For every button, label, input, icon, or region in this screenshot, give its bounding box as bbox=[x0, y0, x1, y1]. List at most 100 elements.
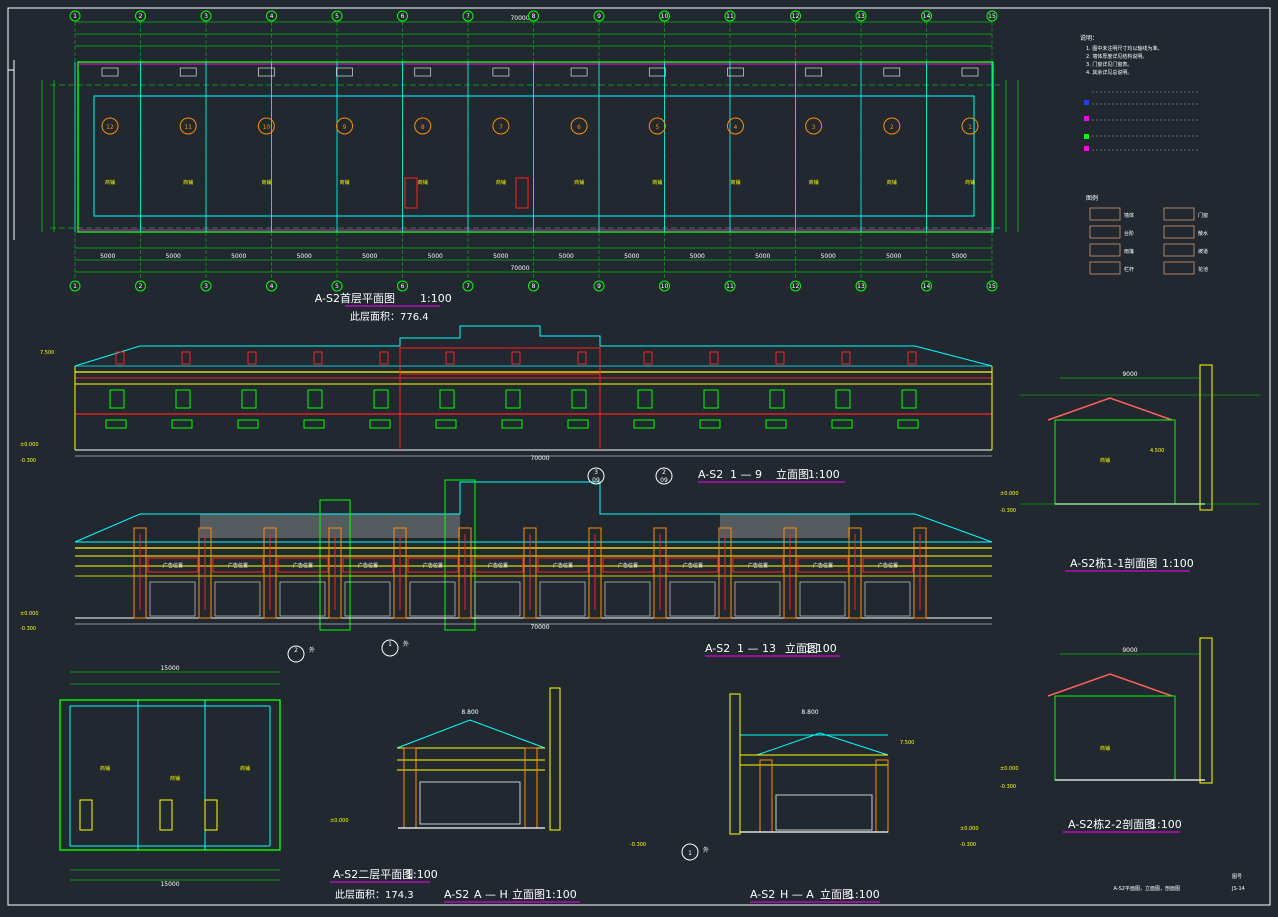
detail-ref-1-out: 1 外 bbox=[381, 639, 409, 657]
svg-text:外: 外 bbox=[703, 846, 709, 854]
grid-bubble-bottom bbox=[69, 280, 81, 292]
grid-bubble-bottom bbox=[462, 280, 474, 292]
grid-bubble-bottom bbox=[855, 280, 867, 292]
elev1-level-top: 7.500 bbox=[40, 350, 54, 356]
plan2-shop-a: 商铺 bbox=[100, 765, 110, 772]
sign-label: 广告位置 bbox=[293, 562, 313, 569]
detail-ref-2-out: 2 外 bbox=[287, 645, 315, 663]
section-2-2: 9000 商铺 ±0.000 -0.300 A-S2栋2-2剖面图 1:100 bbox=[1000, 637, 1213, 833]
legend-header: 图例 bbox=[1086, 194, 1098, 202]
lower-window bbox=[435, 419, 457, 429]
grid-label-bottom: 2 bbox=[139, 283, 143, 290]
pilaster bbox=[588, 527, 602, 619]
grid-bubble-top bbox=[659, 10, 670, 22]
storefront bbox=[474, 581, 521, 617]
plan2-shop-c: 商铺 bbox=[240, 765, 250, 772]
shop-number-circle bbox=[648, 117, 666, 135]
second-floor-plan: 15000 15000 商铺 商铺 商铺 A-S2二层平面图 1:100 此层面… bbox=[59, 665, 438, 901]
grid-bubble-bottom bbox=[135, 280, 146, 292]
chimney bbox=[577, 351, 587, 365]
shop-number: 7 bbox=[499, 124, 503, 131]
plan1-total-dim-top: 70000 bbox=[510, 15, 529, 22]
grid-label-bottom: 3 bbox=[204, 283, 208, 290]
grid-label-bottom: 9 bbox=[597, 283, 601, 290]
span-dim: 5000 bbox=[231, 253, 246, 260]
grid-bubble-top bbox=[200, 10, 212, 22]
chimney bbox=[511, 351, 521, 365]
shop-number-circle bbox=[726, 117, 744, 135]
elev-c-title: 立面图 bbox=[512, 887, 545, 901]
span-dim: 5000 bbox=[297, 253, 312, 260]
sec2-scale: 1:100 bbox=[1150, 818, 1182, 831]
chimney bbox=[313, 351, 323, 365]
sign-band bbox=[797, 557, 849, 573]
elev-a-title: 立面图 bbox=[776, 467, 809, 481]
shop-roof-vent bbox=[883, 67, 901, 77]
upper-window bbox=[703, 389, 719, 409]
elev-d-label: A-S2 bbox=[750, 888, 775, 901]
elev1-level-zero: ±0.000 bbox=[20, 442, 39, 448]
grid-label-top: 4 bbox=[270, 13, 274, 20]
span-dim: 5000 bbox=[952, 253, 967, 260]
elev3-level-zero: ±0.000 bbox=[330, 818, 349, 824]
chimney bbox=[775, 351, 785, 365]
shop-label: 商铺 bbox=[809, 179, 819, 186]
lower-window bbox=[897, 419, 919, 429]
elev-a-scale: 1:100 bbox=[808, 468, 840, 481]
shop-label: 商铺 bbox=[887, 179, 897, 186]
pilaster bbox=[198, 527, 212, 619]
lower-window bbox=[105, 419, 127, 429]
shop-label: 商铺 bbox=[652, 179, 662, 186]
chimney bbox=[115, 351, 125, 365]
grid-bubble-top bbox=[462, 10, 474, 22]
sign-label: 广告位置 bbox=[488, 562, 508, 569]
grid-label-bottom: 15 bbox=[988, 283, 996, 290]
grid-label-top: 1 bbox=[73, 13, 77, 20]
sheet-frame bbox=[7, 7, 1271, 906]
plan1-total-dim-bottom: 70000 bbox=[510, 265, 529, 272]
shop-roof-vent bbox=[414, 67, 432, 77]
grid-bubble-top bbox=[790, 10, 801, 22]
grid-label-top: 15 bbox=[988, 13, 996, 20]
pilaster bbox=[458, 527, 472, 619]
legend-swatch bbox=[1163, 261, 1195, 275]
grid-bubble-bottom bbox=[331, 280, 343, 292]
sec2-level-minus: -0.300 bbox=[1000, 784, 1016, 790]
lower-window bbox=[171, 419, 193, 429]
grid-bubble-top bbox=[593, 10, 605, 22]
shop-number: 5 bbox=[655, 124, 659, 131]
rear-elevation: 7.500 ±0.000 -0.300 70000 A-S2 1 — 9 立面图… bbox=[20, 325, 993, 483]
lower-window bbox=[765, 419, 787, 429]
elev-c-axes: A — H bbox=[474, 888, 508, 901]
elev-b-title: 立面图 bbox=[785, 641, 818, 655]
grid-label-top: 3 bbox=[204, 13, 208, 20]
pilaster bbox=[783, 527, 797, 619]
side-elevation-a-h: 8.800 ±0.000 -0.300 A-S2 A — H 立面图 1:100 bbox=[330, 687, 646, 903]
pilaster bbox=[653, 527, 667, 619]
shop-number-circle bbox=[492, 117, 510, 135]
sec2-dim: 9000 bbox=[1122, 647, 1137, 654]
span-dim: 5000 bbox=[821, 253, 836, 260]
plan1-scale: 1:100 bbox=[420, 292, 452, 305]
elev3-level-top: 8.800 bbox=[461, 709, 478, 716]
shop-number-circle bbox=[101, 117, 119, 135]
grid-bubble-bottom bbox=[659, 280, 670, 292]
legend-swatch bbox=[1089, 207, 1121, 221]
sec1-shop: 商铺 bbox=[1100, 457, 1110, 464]
plan2-title: A-S2二层平面图 bbox=[333, 868, 413, 881]
span-dim: 5000 bbox=[362, 253, 377, 260]
span-dim: 5000 bbox=[886, 253, 901, 260]
elev2-dim: 70000 bbox=[530, 624, 549, 631]
lower-window bbox=[831, 419, 853, 429]
pilaster bbox=[523, 527, 537, 619]
lower-window bbox=[369, 419, 391, 429]
shop-number-circle bbox=[883, 117, 901, 135]
shop-number-circle bbox=[805, 117, 823, 135]
lower-window bbox=[303, 419, 325, 429]
sign-label: 广告位置 bbox=[163, 562, 183, 569]
sec1-dim: 9000 bbox=[1122, 371, 1137, 378]
sign-label: 广告位置 bbox=[358, 562, 378, 569]
elev4-level-zero: ±0.000 bbox=[960, 826, 979, 832]
grid-label-top: 11 bbox=[726, 13, 734, 20]
